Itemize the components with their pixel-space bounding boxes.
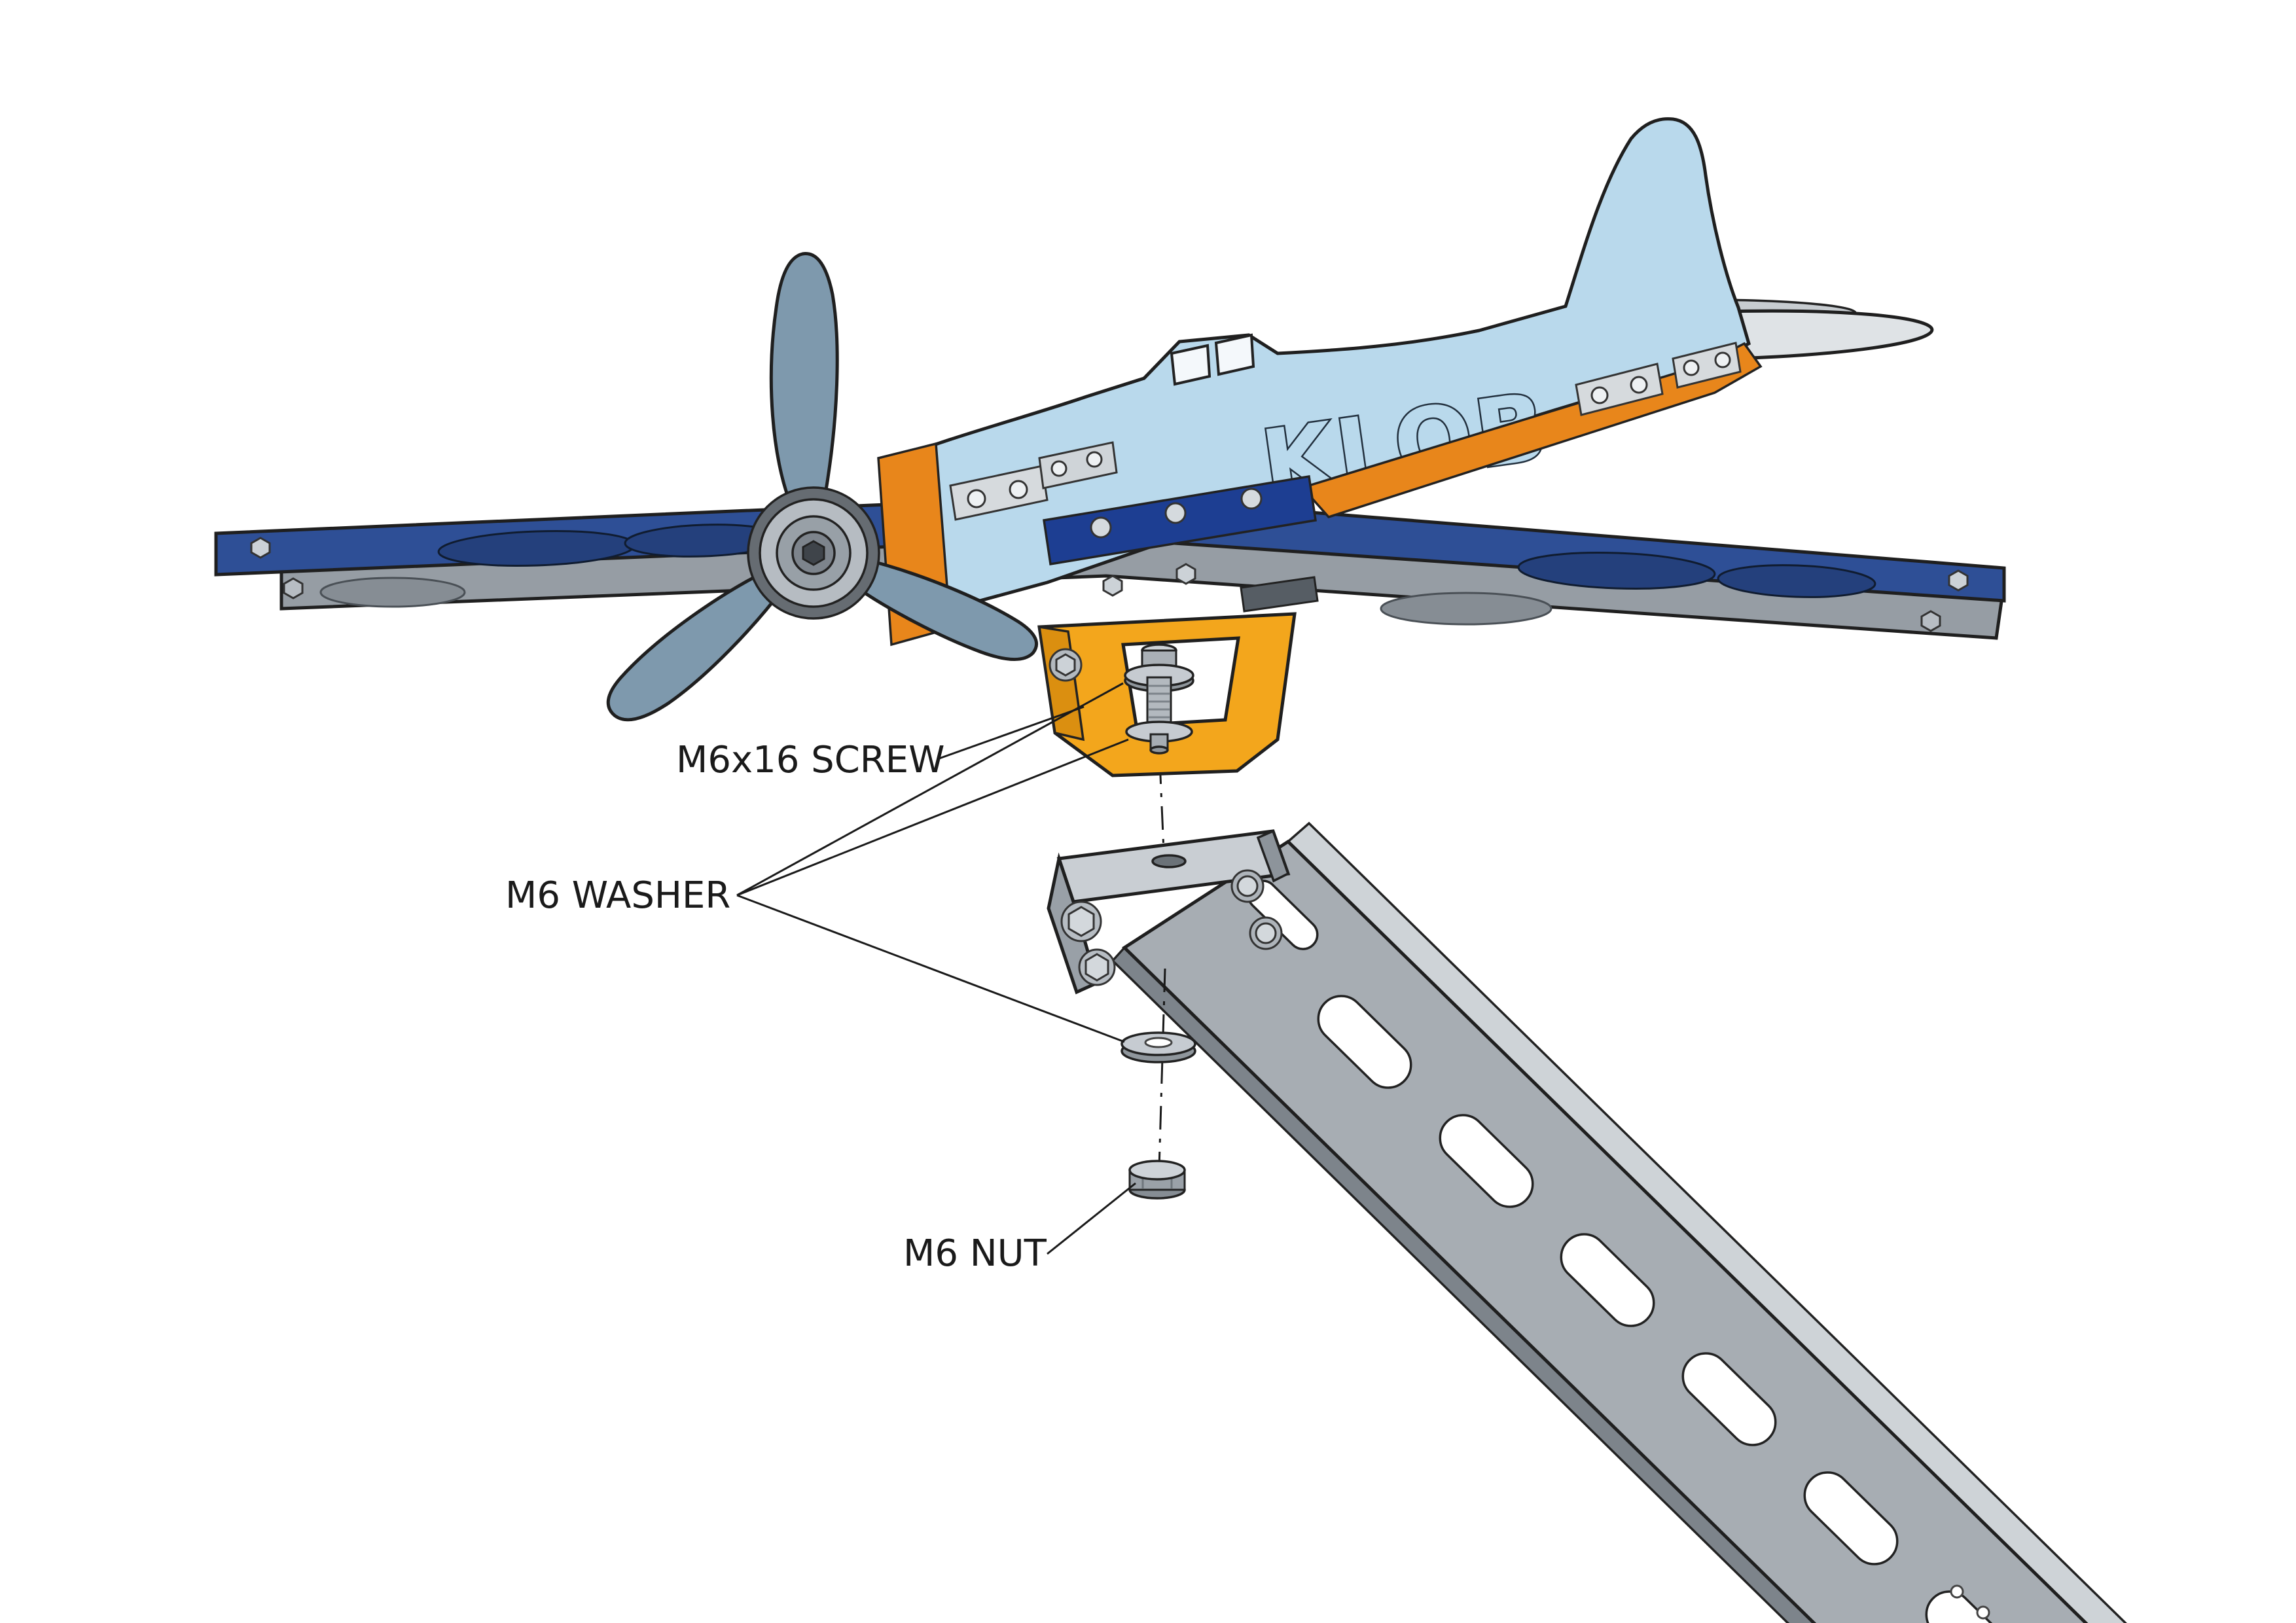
leader-screw [937, 705, 1085, 760]
callouts: M6x16 SCREW M6 WASHER M6 NUT [505, 682, 1136, 1275]
screw [1124, 643, 1194, 755]
bracket-rivet-icon [1230, 869, 1283, 950]
spinner [747, 486, 880, 620]
leader-nut [1047, 1182, 1136, 1255]
wingtip-bolt-icon [1948, 569, 1969, 592]
hinge-plates [949, 342, 1742, 521]
label-washer: M6 WASHER [505, 874, 730, 917]
label-screw: M6x16 SCREW [676, 739, 944, 781]
bracket-screw-hole [1151, 854, 1187, 868]
label-nut: M6 NUT [903, 1232, 1047, 1275]
nut [1128, 1160, 1186, 1200]
wingtip-bolt-icon [250, 537, 271, 559]
bracket-bolt-icon [1060, 901, 1116, 986]
stand-arm [1111, 821, 2127, 1623]
fuselage: KLOB [877, 117, 1763, 647]
arm-slot-holes [1247, 880, 2020, 1623]
propeller [606, 252, 1039, 722]
airplane: KLOB [214, 117, 2006, 777]
hex-socket-icon [802, 540, 825, 566]
wing [214, 493, 2006, 603]
assembly-centerline [1157, 760, 1166, 1192]
washer [1121, 1031, 1196, 1063]
canopy-openings [1170, 333, 1255, 386]
leader-washer [736, 682, 1129, 1043]
stand-top-bracket [1047, 829, 1291, 995]
